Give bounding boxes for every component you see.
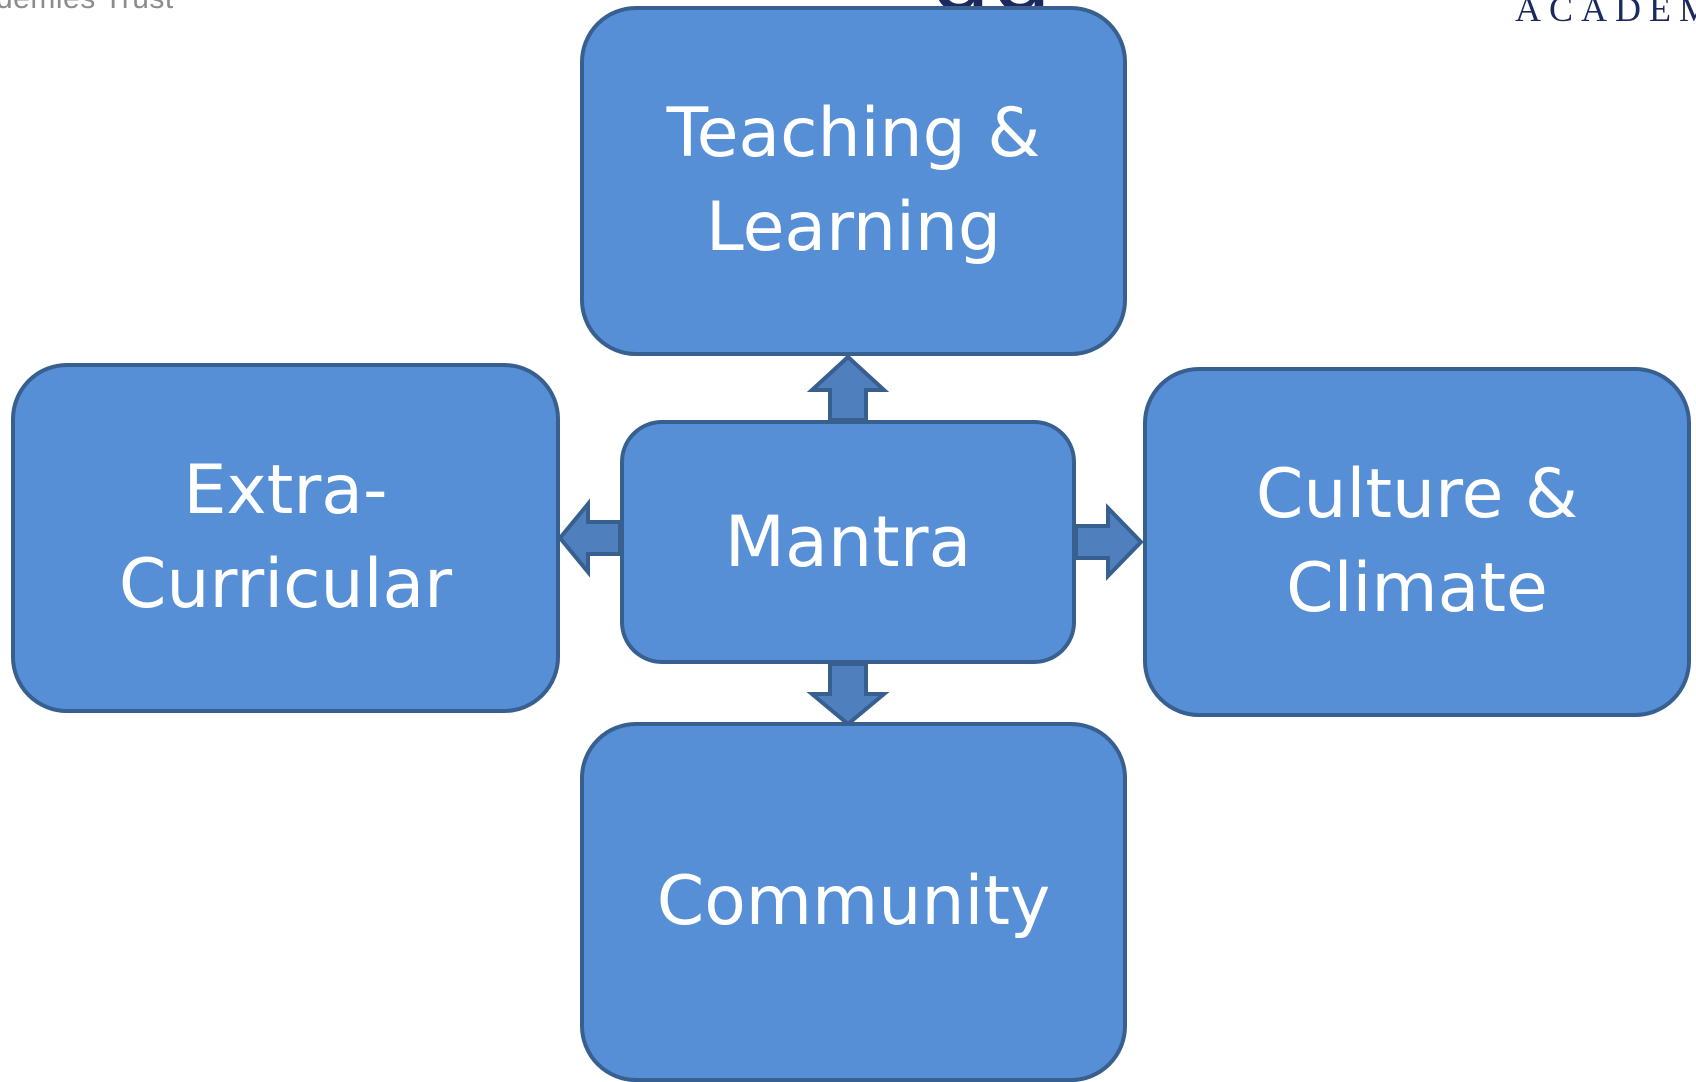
arrow-down-icon: [806, 662, 890, 727]
node-community: Community: [580, 722, 1127, 1082]
node-label-line: Curricular: [118, 545, 453, 624]
node-label-line: Extra-: [183, 451, 388, 531]
node-label-line: Climate: [1286, 549, 1548, 628]
arrow-left-icon: [557, 498, 622, 578]
node-label-line: Culture &: [1255, 455, 1579, 535]
arrow-right-icon: [1074, 503, 1144, 581]
node-culture-climate: Culture & Climate: [1143, 367, 1691, 717]
node-mantra-center: Mantra: [620, 420, 1076, 664]
organization-name-fragment: demies Trust: [0, 0, 174, 16]
node-label-line: Learning: [705, 188, 1002, 267]
node-extra-curricular: Extra- Curricular: [11, 363, 560, 713]
node-teaching-learning: Teaching & Learning: [580, 6, 1127, 356]
academy-logo-text: ACADEM: [1515, 0, 1696, 29]
center-label: Mantra: [724, 500, 972, 583]
arrow-up-icon: [806, 354, 890, 422]
node-label-line: Teaching &: [666, 94, 1041, 174]
node-label-line: Community: [656, 862, 1051, 942]
